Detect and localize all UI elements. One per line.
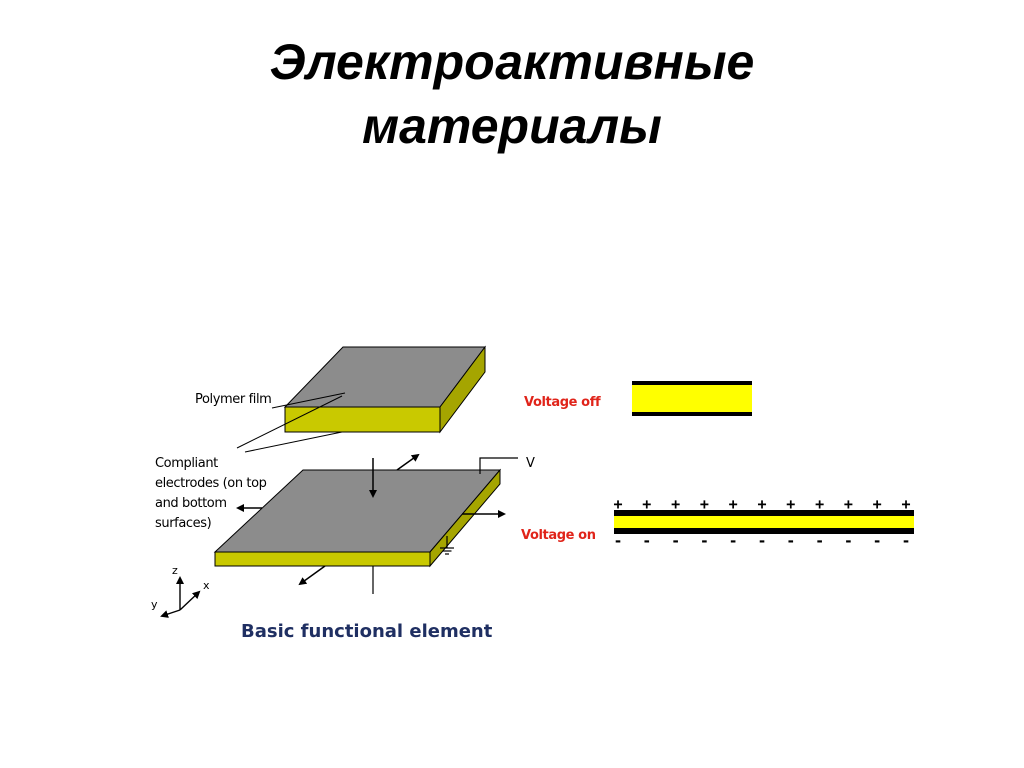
title-line-1: Электроактивные: [269, 34, 755, 90]
label-electrodes-line-1: Compliant: [155, 456, 218, 471]
plus-sign: +: [613, 495, 622, 513]
negative-charge-row: -----------: [613, 532, 910, 550]
axis-label-x: x: [203, 579, 210, 592]
plus-sign: +: [844, 495, 853, 513]
leader-polymer-film: [271, 392, 346, 409]
plus-sign: +: [873, 495, 882, 513]
slab-top-front-face: [284, 406, 441, 433]
minus-sign: -: [729, 532, 738, 550]
minus-sign: -: [642, 532, 651, 550]
ground-icon: [440, 536, 454, 555]
plus-sign: +: [901, 495, 910, 513]
label-voltage-symbol: V: [526, 456, 535, 471]
slab-top-right-face: [439, 345, 486, 434]
coordinate-axes-icon: [160, 576, 201, 618]
title-line-2: материалы: [362, 98, 662, 154]
minus-sign: -: [901, 532, 910, 550]
minus-sign: -: [671, 532, 680, 550]
leader-electrode-2: [244, 431, 343, 453]
diagram-caption: Basic functional element: [241, 621, 493, 642]
minus-sign: -: [844, 532, 853, 550]
minus-sign: -: [873, 532, 882, 550]
axis-label-y: y: [151, 598, 158, 611]
label-electrodes-line-4: surfaces): [155, 516, 211, 531]
minus-sign: -: [815, 532, 824, 550]
plus-sign: +: [757, 495, 766, 513]
polymer-film-slab-bottom: [213, 468, 502, 568]
plus-sign: +: [815, 495, 824, 513]
plus-sign: +: [642, 495, 651, 513]
minus-sign: -: [613, 532, 622, 550]
label-polymer-film: Polymer film: [195, 392, 271, 407]
label-electrodes-line-2: electrodes (on top: [155, 476, 267, 491]
plus-sign: +: [700, 495, 709, 513]
plus-sign: +: [786, 495, 795, 513]
axis-label-z: z: [172, 564, 178, 577]
label-electrodes-line-3: and bottom: [155, 496, 227, 511]
polymer-film-slab-top: [283, 345, 486, 434]
leader-electrode-1: [236, 395, 343, 449]
page-title: Электроактивные материалы: [0, 30, 1024, 158]
voltage-lead: [479, 457, 518, 474]
plus-sign: +: [671, 495, 680, 513]
cross-section-voltage-off: [632, 381, 752, 416]
label-voltage-off: Voltage off: [524, 395, 601, 410]
arrow-expand-up-right: [396, 453, 420, 471]
plus-sign: +: [729, 495, 738, 513]
slab-bottom-front-face: [214, 551, 431, 567]
minus-sign: -: [700, 532, 709, 550]
minus-sign: -: [757, 532, 766, 550]
cross-section-voltage-on: [614, 510, 914, 534]
label-voltage-on: Voltage on: [521, 528, 596, 543]
arrow-expand-down-left: [298, 565, 326, 586]
minus-sign: -: [786, 532, 795, 550]
positive-charge-row: + + + + + + + + + + +: [613, 495, 910, 513]
